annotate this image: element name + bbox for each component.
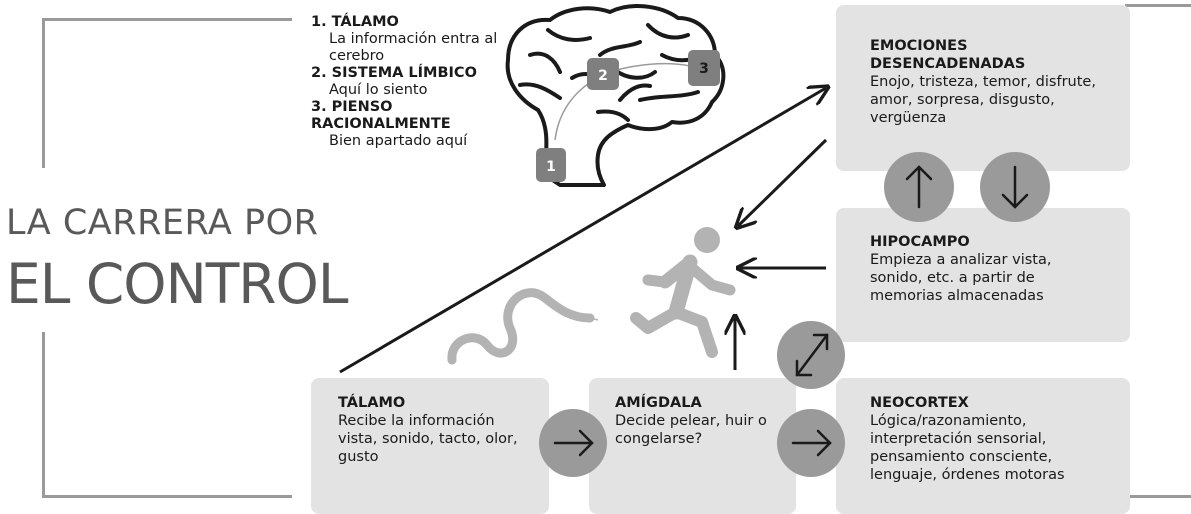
legend-3-desc: Bien apartado aquí xyxy=(329,133,468,149)
arrow-up-icon xyxy=(905,165,933,209)
frame-right-top-line xyxy=(1125,4,1191,7)
arrow-emociones-to-runner xyxy=(738,138,828,226)
diagonal-arrow-to-emociones xyxy=(339,88,826,374)
double-arrow-icon xyxy=(795,333,829,377)
svg-text:3: 3 xyxy=(699,61,709,77)
frame-right-bottom-line xyxy=(1125,495,1191,498)
legend-2-desc: Aquí lo siento xyxy=(329,82,428,98)
box-talamo: TÁLAMO Recibe la información vista, soni… xyxy=(311,378,549,514)
frame-bottom-line xyxy=(42,495,292,498)
neocortex-title: NEOCORTEX xyxy=(870,395,969,411)
box-hipocampo: HIPOCAMPO Empieza a analizar vista, soni… xyxy=(836,208,1130,342)
runner-icon xyxy=(630,227,736,358)
emociones-text: Enojo, tristeza, temor, disfrute, amor, … xyxy=(870,74,1096,126)
amigdala-title: AMÍGDALA xyxy=(615,395,702,411)
brain-marker-2: 2 xyxy=(587,58,619,90)
brain-marker-1: 1 xyxy=(536,148,566,182)
frame-left-line-top xyxy=(42,18,45,168)
arrow-right-icon xyxy=(553,429,594,457)
legend-2-head: 2. SISTEMA LÍMBICO xyxy=(311,65,477,81)
svg-text:1: 1 xyxy=(546,159,556,175)
box-emociones: EMOCIONES DESENCADENADAS Enojo, tristeza… xyxy=(836,5,1130,171)
frame-left-line-bottom xyxy=(42,332,45,497)
title-line-2: EL CONTROL xyxy=(6,252,348,316)
title-line-1: LA CARRERA POR xyxy=(6,203,319,243)
talamo-text: Recibe la información vista, sonido, tac… xyxy=(338,413,518,465)
arrow-down-icon xyxy=(1001,165,1029,209)
emociones-title: EMOCIONES DESENCADENADAS xyxy=(870,38,1026,72)
brain-pathway xyxy=(554,62,691,141)
hipocampo-title: HIPOCAMPO xyxy=(870,234,970,250)
legend-1-head: 1. TÁLAMO xyxy=(311,14,399,30)
box-amigdala: AMÍGDALA Decide pelear, huir o congelars… xyxy=(589,378,796,514)
box-neocortex: NEOCORTEX Lógica/razonamiento, interpret… xyxy=(836,378,1130,514)
amigdala-text: Decide pelear, huir o congelarse? xyxy=(615,413,767,447)
snake-icon xyxy=(447,288,599,365)
brain-marker-3: 3 xyxy=(688,50,720,86)
frame-top-line xyxy=(42,18,292,21)
arrow-right-icon-2 xyxy=(791,429,832,457)
legend-1-desc: La información entra al cerebro xyxy=(329,31,498,64)
legend: 1. TÁLAMO La información entra al cerebr… xyxy=(311,14,526,150)
svg-text:2: 2 xyxy=(598,68,608,84)
neocortex-text: Lógica/razonamiento, interpretación sens… xyxy=(870,413,1065,483)
talamo-title: TÁLAMO xyxy=(338,395,406,411)
legend-3-head: 3. PIENSO RACIONALMENTE xyxy=(311,99,451,132)
hipocampo-text: Empieza a analizar vista, sonido, etc. a… xyxy=(870,252,1052,304)
